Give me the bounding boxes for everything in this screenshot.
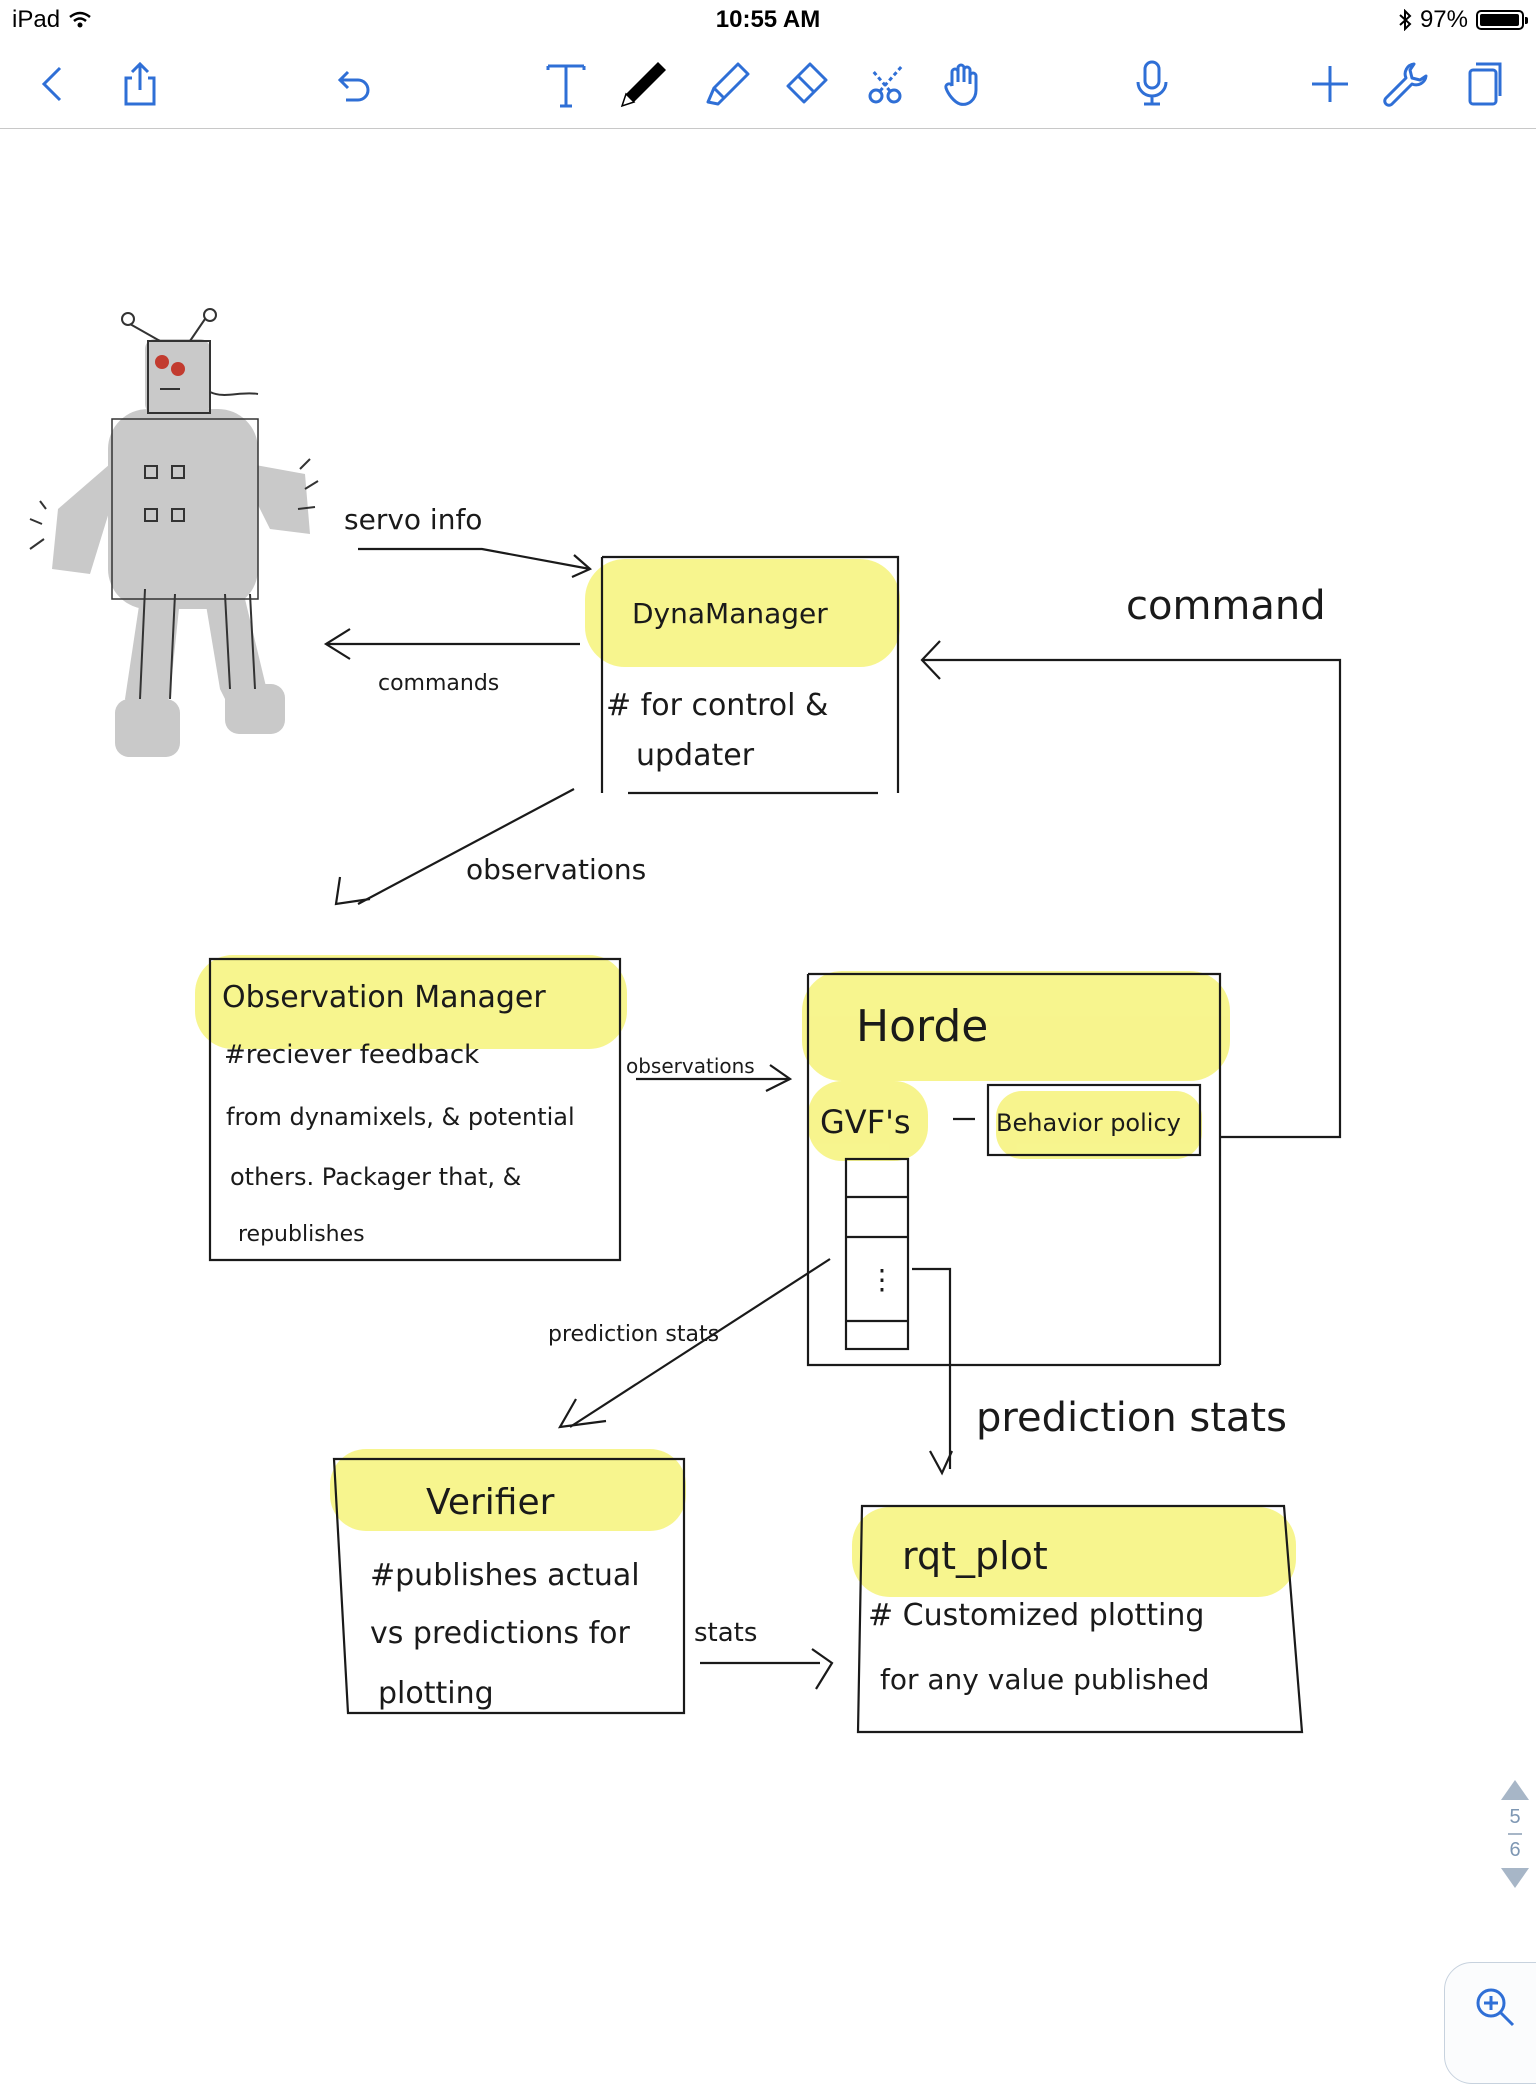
status-bar: iPad 10:55 AM 97% [0,0,1536,40]
pages-button[interactable] [1450,40,1514,128]
status-right: 97% [1398,6,1528,34]
text-tool-button[interactable] [534,40,598,128]
rqt-plot-line2: for any value published [880,1663,1209,1696]
prediction-stats-small-label: prediction stats [548,1322,719,1347]
dyna-note-line2: updater [636,738,755,773]
add-icon [1312,66,1348,102]
undo-icon [337,70,370,102]
highlighter-tool-button[interactable] [696,40,760,128]
horde-box [806,972,1222,1367]
highlight-layer [195,559,1296,1597]
rqt-plot-line1: # Customized plotting [868,1598,1204,1633]
share-button[interactable] [108,40,172,128]
pen-tool-button[interactable] [610,40,674,128]
next-page-icon[interactable] [1501,1868,1529,1888]
robot-sketch [29,308,319,757]
toolbar [0,40,1536,129]
dyna-title: DynaManager [632,597,828,630]
dyna-note-line1: # for control & [606,688,828,723]
battery-percent: 97% [1419,6,1468,33]
flow-arrows [323,547,1342,1690]
dyna-manager-box [600,555,900,795]
verifier-line2: vs predictions for [370,1616,631,1651]
verifier-box [332,1457,686,1715]
eraser-tool-button[interactable] [774,40,838,128]
add-button[interactable] [1298,40,1362,128]
pen-tool-icon [620,62,666,108]
bluetooth-icon [1399,9,1412,31]
highlighter-tool-icon [706,62,750,106]
verifier-line3: plotting [378,1676,494,1711]
observations-label-middle: observations [626,1054,755,1078]
gvfs-label: GVF's [820,1103,911,1141]
page-current: 5 [1509,1806,1521,1828]
obs-manager-line3: others. Packager that, & [230,1163,521,1191]
status-left: iPad [12,6,92,34]
previous-page-icon[interactable] [1501,1780,1529,1800]
verifier-line1: #publishes actual [370,1558,640,1593]
settings-button[interactable] [1372,40,1436,128]
obs-manager-line1: #reciever feedback [224,1040,479,1070]
microphone-button[interactable] [1120,40,1184,128]
page-total: 6 [1509,1839,1521,1861]
battery-icon [1476,10,1528,30]
obs-manager-title: Observation Manager [222,980,546,1015]
pages-icon [1468,62,1502,106]
gvf-list-ellipsis: ⋮ [868,1263,896,1296]
text-tool-icon [546,64,586,108]
page-divider [1508,1833,1522,1835]
page-indicator: 5 6 [1498,1780,1532,1888]
handwritten-diagram: servo info commands DynaManager # for co… [29,308,1342,1734]
zoom-button[interactable] [1444,1962,1536,2084]
prediction-stats-large-label: prediction stats [976,1395,1287,1441]
device-name: iPad [12,6,61,33]
stats-label: stats [694,1618,757,1648]
microphone-icon [1136,60,1168,106]
scissors-tool-button[interactable] [856,40,920,128]
zoom-in-icon [1476,1988,1515,2027]
diagram-text: servo info commands DynaManager # for co… [222,503,1326,1711]
back-chevron-icon [41,66,62,102]
obs-manager-line2: from dynamixels, & potential [226,1103,575,1131]
wifi-icon [69,11,91,28]
rqt-plot-box [856,1504,1304,1734]
wrench-icon [1383,62,1428,107]
undo-button[interactable] [322,40,386,128]
hand-tool-icon [944,63,978,106]
behavior-policy-label: Behavior policy [996,1109,1181,1137]
horde-title: Horde [856,1001,988,1052]
servo-info-label: servo info [344,503,482,536]
back-button[interactable] [22,40,86,128]
eraser-tool-icon [786,62,828,104]
verifier-title: Verifier [426,1482,555,1523]
hand-tool-button[interactable] [932,40,996,128]
observations-label-top: observations [466,853,646,886]
share-icon [124,61,156,106]
scissors-tool-icon [868,65,904,104]
rqt-plot-title: rqt_plot [902,1534,1048,1578]
command-label: command [1126,583,1326,629]
observation-manager-box [208,957,622,1262]
note-canvas[interactable]: servo info commands DynaManager # for co… [0,129,1536,2048]
obs-manager-line4: republishes [238,1222,365,1247]
status-time: 10:55 AM [715,6,821,33]
robot-commands-label: commands [378,671,499,696]
